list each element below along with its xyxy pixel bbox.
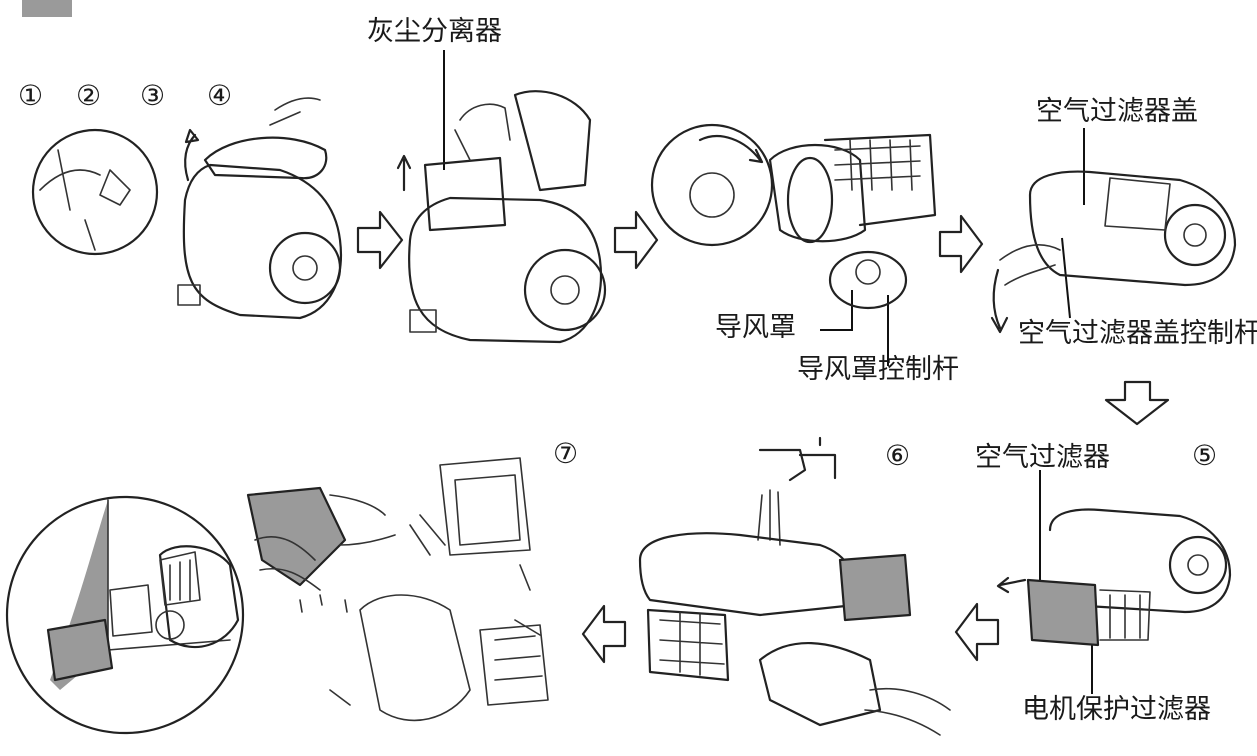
- panel-6-washing: [640, 438, 950, 735]
- panel-2-remove-separator: [398, 91, 605, 342]
- panel-1-open-lid: [33, 98, 341, 318]
- panel-7-drying: [248, 458, 548, 720]
- leader-lines: [444, 50, 1092, 694]
- panel-8-reassembled: [7, 497, 243, 733]
- panel-3-air-guide: [652, 125, 935, 308]
- flow-arrow-5: [583, 606, 625, 662]
- flow-arrow-2: [615, 212, 657, 268]
- flow-arrow-4: [956, 604, 998, 660]
- flow-arrow-down: [1106, 382, 1168, 424]
- flow-arrow-3: [940, 216, 982, 272]
- panel-5-remove-filters: [998, 510, 1230, 645]
- panel-4-filter-cover: [992, 172, 1235, 332]
- flow-arrow-1: [358, 212, 402, 268]
